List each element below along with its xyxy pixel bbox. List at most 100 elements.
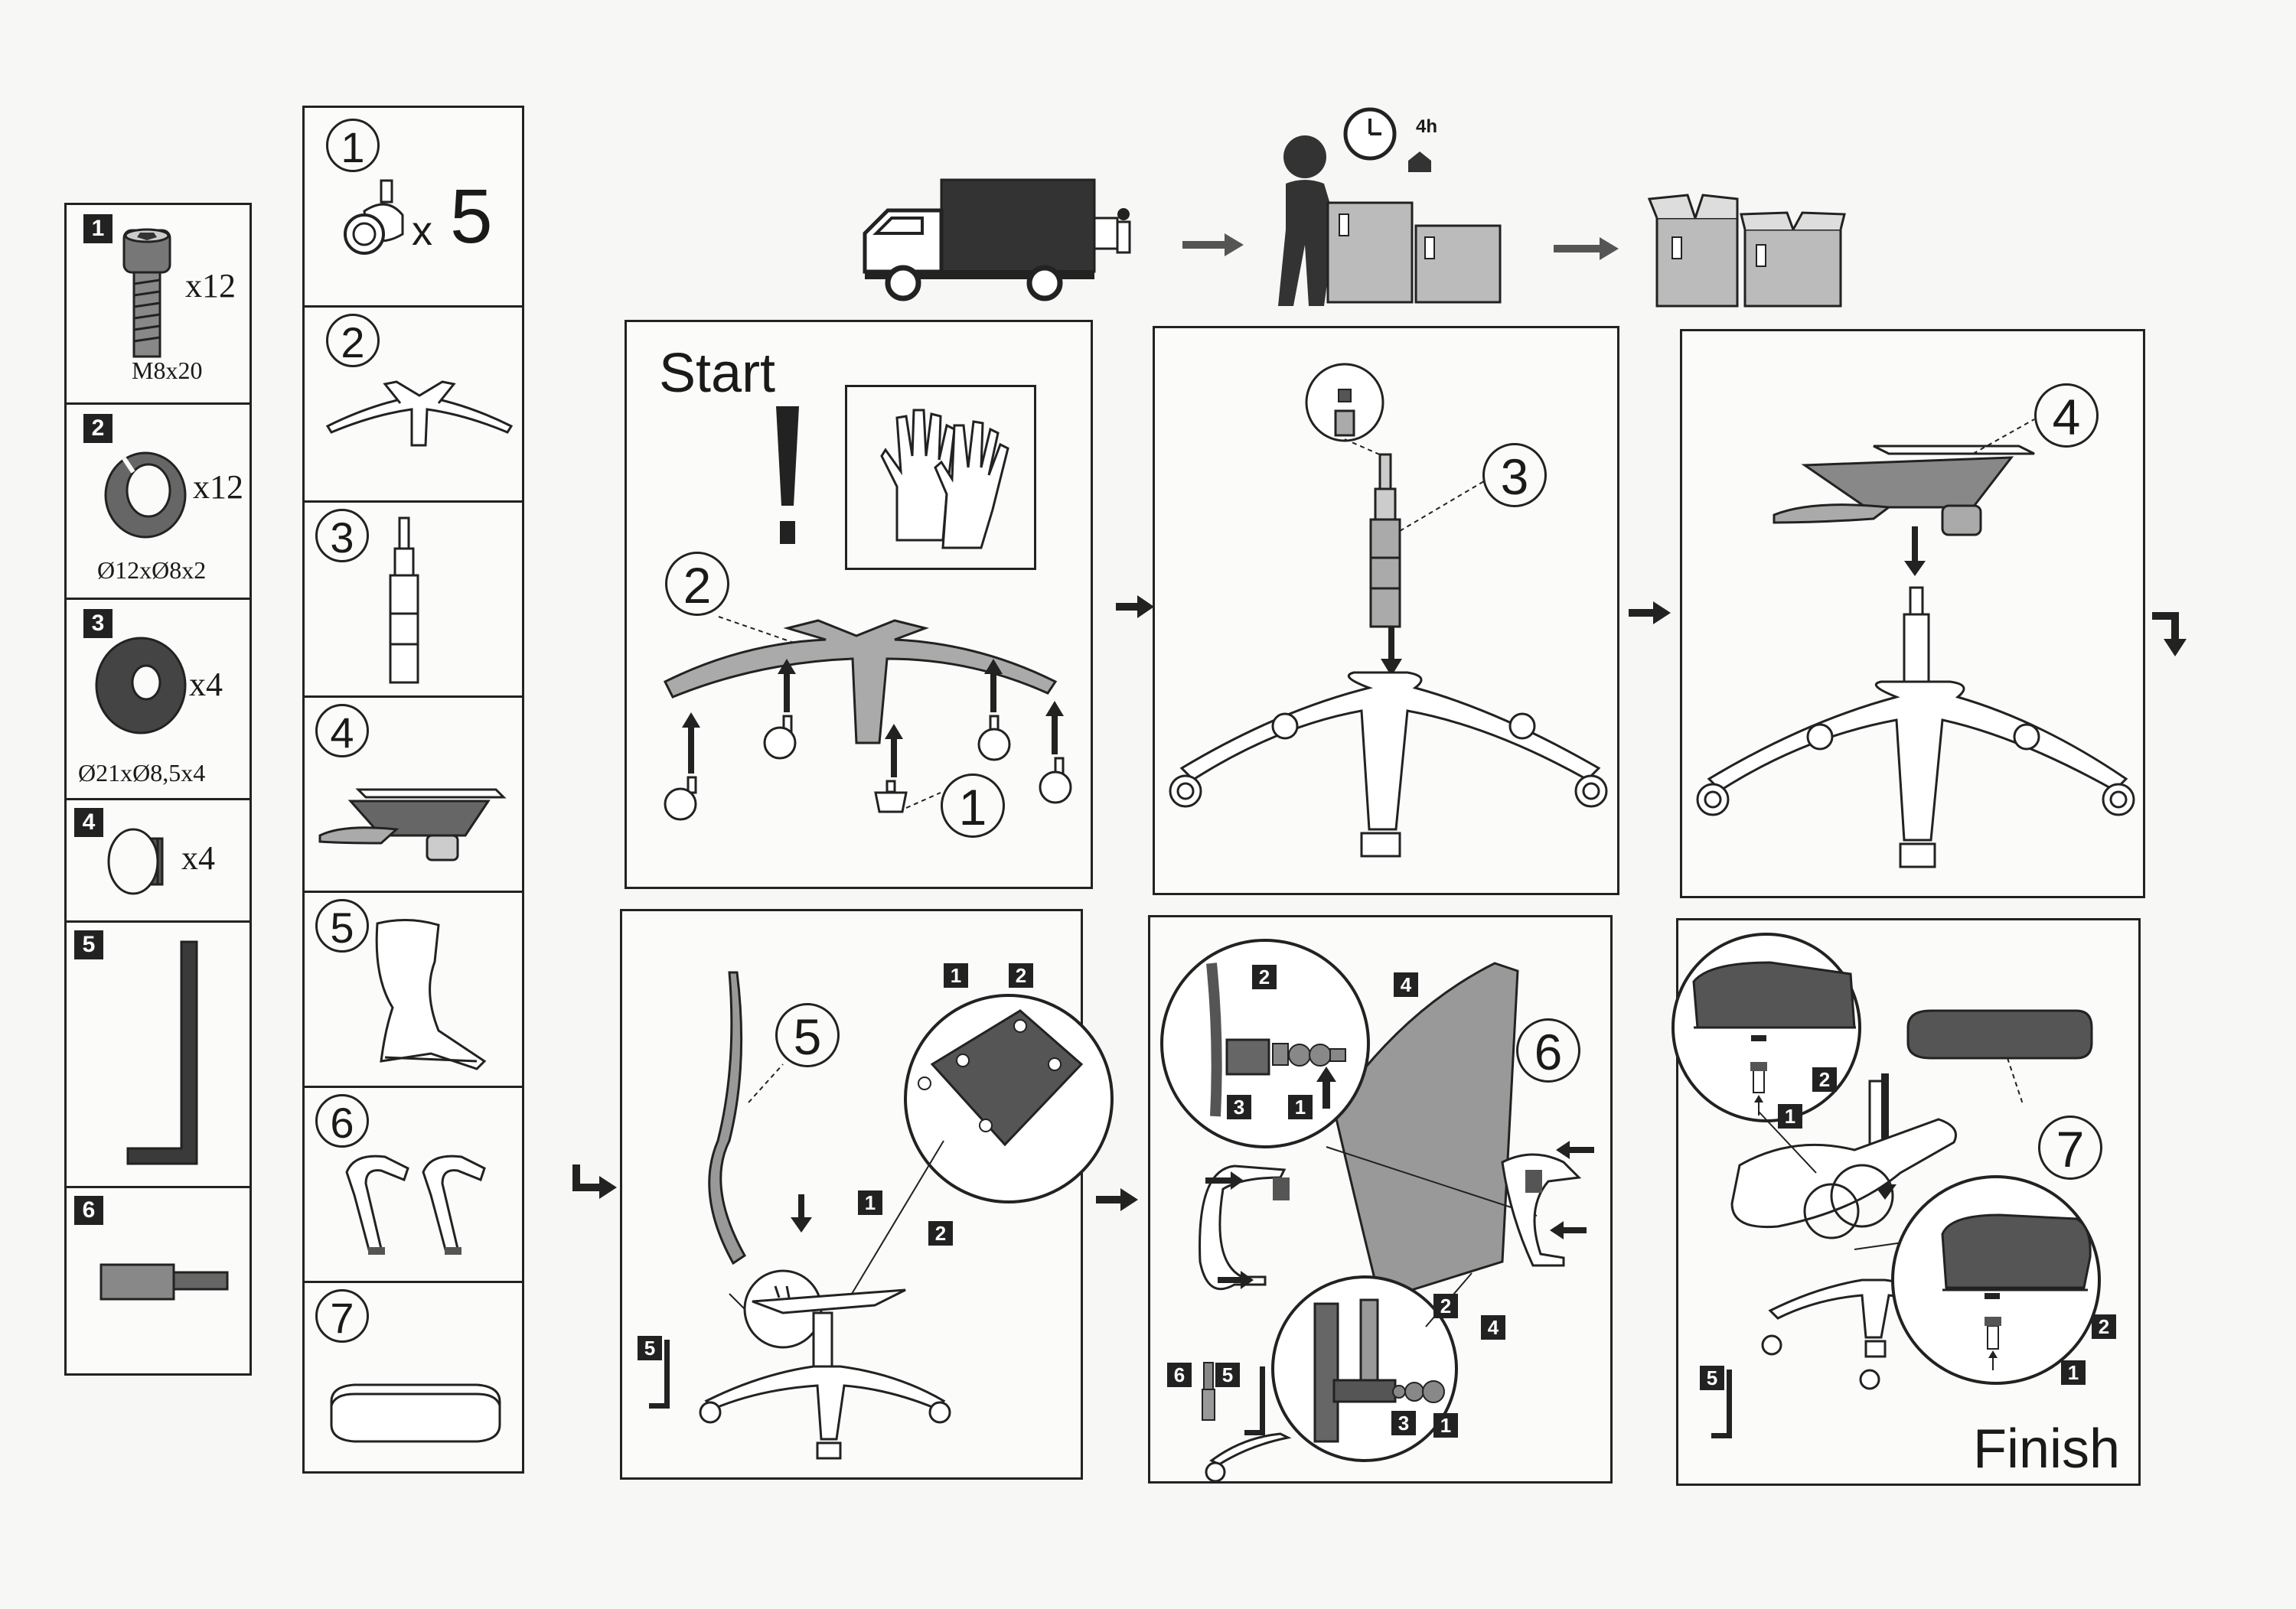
part-number: 1 [326, 119, 380, 172]
seat-cushion-icon [330, 1383, 501, 1443]
allen-key-icon [126, 940, 198, 1165]
badge-cap: 4 [1394, 972, 1418, 997]
part-item-armrests: 6 [305, 1086, 522, 1281]
hardware-number: 1 [83, 214, 113, 243]
part-number: 2 [326, 314, 380, 367]
hardware-dim: M8x20 [132, 357, 203, 384]
chair-base-icon [325, 380, 514, 447]
spring-washer-icon [104, 451, 187, 539]
hardware-number: 3 [83, 609, 113, 638]
part-qty-number: 5 [450, 174, 493, 259]
hardware-item-spring-washer: 2 x12 Ø12xØ8x2 [67, 402, 249, 598]
badge-tool-extension: 6 [1167, 1363, 1192, 1387]
callout-cylinder: 3 [1482, 443, 1547, 507]
callout-base: 2 [665, 552, 729, 616]
badge-flat-washer: 3 [1391, 1411, 1416, 1435]
badge-spring-washer: 2 [1812, 1067, 1837, 1092]
parts-list: 1 x 5 2 3 4 [302, 106, 524, 1474]
part-item-casters: 1 x 5 [305, 108, 522, 305]
badge-bolt: 1 [1288, 1095, 1313, 1119]
gas-cylinder-icon [389, 516, 419, 684]
bolt-icon [122, 228, 171, 358]
hardware-number: 5 [74, 930, 103, 959]
part-item-base: 2 [305, 305, 522, 500]
part-item-seat: 7 [305, 1281, 522, 1476]
hardware-item-allen-key: 5 [67, 920, 249, 1186]
hardware-number: 4 [74, 808, 103, 837]
hardware-qty: x4 [181, 839, 215, 877]
callout-casters: 1 [941, 774, 1005, 838]
callout-mechanism: 4 [2034, 383, 2099, 448]
caster-icon [344, 179, 404, 255]
turn-down-arrow-icon [2152, 612, 2187, 656]
callout-seat: 7 [2038, 1116, 2102, 1180]
badge-cap: 4 [1481, 1315, 1505, 1340]
backrest-frame-icon [375, 919, 487, 1070]
warning-exclamation-icon [776, 406, 799, 544]
allen-key-icon [1711, 1370, 1732, 1438]
part-number: 7 [315, 1289, 369, 1343]
badge-tool-allen-key: 5 [1700, 1366, 1724, 1390]
step-4-panel: 5 1 2 1 2 5 [620, 909, 1114, 1480]
step-6-panel: 7 2 1 2 1 5 Finish [1671, 918, 2141, 1486]
arrow-right-icon [1629, 601, 1671, 624]
assembly-seat-drawing [1671, 933, 2101, 1390]
hardware-qty: x12 [193, 468, 243, 506]
allen-key-icon [649, 1340, 670, 1409]
hardware-item-bolt: 1 x12 M8x20 [67, 205, 249, 402]
callout-armrests: 6 [1516, 1018, 1580, 1083]
hardware-dim: Ø12xØ8x2 [97, 556, 207, 584]
part-item-cylinder: 3 [305, 500, 522, 695]
part-number: 3 [315, 509, 369, 562]
step-5-panel: 6 2 4 3 1 2 4 3 1 6 5 [1148, 915, 1613, 1484]
open-boxes-icon [1647, 194, 1846, 308]
armrests-icon [345, 1155, 486, 1255]
hardware-item-extension-tool: 6 [67, 1186, 249, 1376]
arrow-right-icon [1182, 233, 1244, 256]
badge-bolt: 1 [2061, 1360, 2086, 1385]
badge-bolt: 1 [944, 963, 968, 988]
badge-spring-washer: 2 [1252, 965, 1277, 989]
gloves-box [845, 385, 1036, 570]
arrow-right-icon [1096, 1188, 1138, 1211]
badge-spring-washer: 2 [928, 1221, 953, 1246]
assembly-base-casters-drawing [663, 616, 1072, 821]
finish-label: Finish [1973, 1418, 2121, 1480]
assembly-backrest-drawing [699, 971, 1114, 1460]
badge-bolt: 1 [1778, 1104, 1802, 1129]
flat-washer-icon [95, 637, 187, 734]
allen-key-icon [1244, 1366, 1265, 1435]
extension-tool-icon [1202, 1362, 1215, 1421]
hardware-item-flat-washer: 3 x4 Ø21xØ8,5x4 [67, 598, 249, 798]
badge-bolt: 1 [858, 1190, 882, 1215]
turn-right-arrow-icon [572, 1164, 617, 1199]
hardware-number: 6 [74, 1196, 103, 1225]
step-1-panel: Start 2 1 [625, 320, 1093, 889]
badge-spring-washer: 2 [1433, 1294, 1458, 1318]
part-number: 4 [315, 704, 369, 757]
seat-mechanism-icon [318, 788, 507, 861]
hardware-item-cap: 4 x4 [67, 798, 249, 920]
badge-tool-allen-key: 5 [638, 1336, 662, 1360]
delivery-truck-icon [863, 178, 1131, 301]
badge-bolt: 1 [1433, 1413, 1458, 1438]
badge-spring-washer: 2 [2092, 1314, 2116, 1339]
badge-spring-washer: 2 [1009, 963, 1033, 988]
assembly-time-label: 4h [1416, 116, 1438, 137]
hardware-qty: x4 [189, 666, 223, 703]
step-2-panel: 3 [1153, 326, 1619, 895]
assembly-armrests-drawing [1160, 939, 1594, 1483]
part-number: 5 [315, 899, 369, 953]
gloves-icon [880, 409, 1009, 549]
part-item-mechanism: 4 [305, 695, 522, 891]
part-item-backrest: 5 [305, 891, 522, 1086]
hardware-qty: x12 [185, 267, 236, 305]
assembly-cylinder-drawing [1169, 363, 1608, 858]
cap-icon [107, 828, 164, 895]
part-qty-x: x [412, 208, 432, 254]
arrow-right-icon [1116, 595, 1154, 618]
hardware-list: 1 x12 M8x20 2 x12 Ø12xØ8x2 3 [64, 203, 252, 1376]
hardware-number: 2 [83, 414, 113, 443]
step-3-panel: 4 [1680, 329, 2145, 898]
assembly-mechanism-drawing [1696, 419, 2135, 868]
